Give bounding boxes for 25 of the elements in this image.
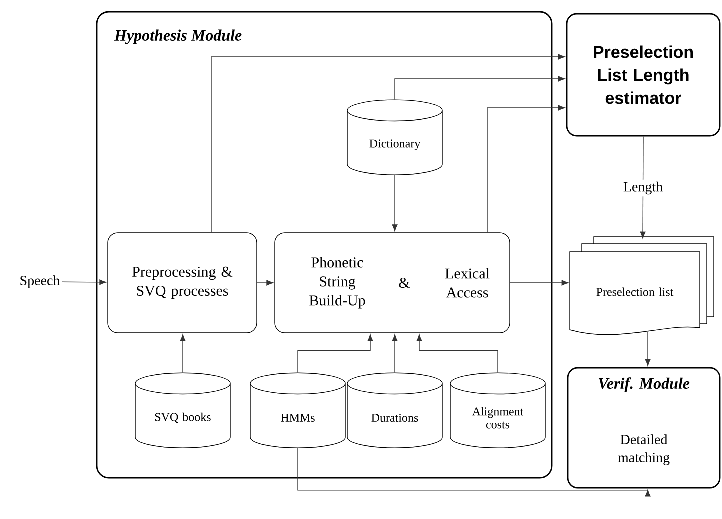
database-cylinder: Alignment costs xyxy=(450,372,546,448)
arrow xyxy=(211,54,566,233)
arrow xyxy=(298,448,651,497)
database-cylinder: SVQ books xyxy=(135,372,231,448)
arrow xyxy=(416,334,498,374)
process-box: Preprocessing & SVQ processes xyxy=(108,232,258,334)
arrow xyxy=(298,334,374,374)
arrow xyxy=(392,334,398,374)
database-cylinder: Durations xyxy=(347,372,443,448)
estimator-box: Preselection List Length estimator xyxy=(566,13,721,137)
arrow xyxy=(645,332,651,366)
arrow xyxy=(392,175,398,232)
arrow xyxy=(62,280,107,286)
arrow xyxy=(180,334,186,374)
module-box: Verif. Module Detailed matching xyxy=(567,367,721,489)
database-cylinder: Dictionary xyxy=(347,100,443,176)
edge-label: Length xyxy=(624,182,663,195)
arrow xyxy=(394,76,566,100)
document-stack: Preselection list xyxy=(570,236,714,336)
arrow xyxy=(257,280,274,286)
process-box: Phonetic String Build-Up & Lexical Access xyxy=(274,232,510,334)
database-cylinder: HMMs xyxy=(250,372,346,448)
input-label: Speech xyxy=(20,276,60,288)
arrow xyxy=(487,105,566,233)
arrow xyxy=(510,280,569,286)
